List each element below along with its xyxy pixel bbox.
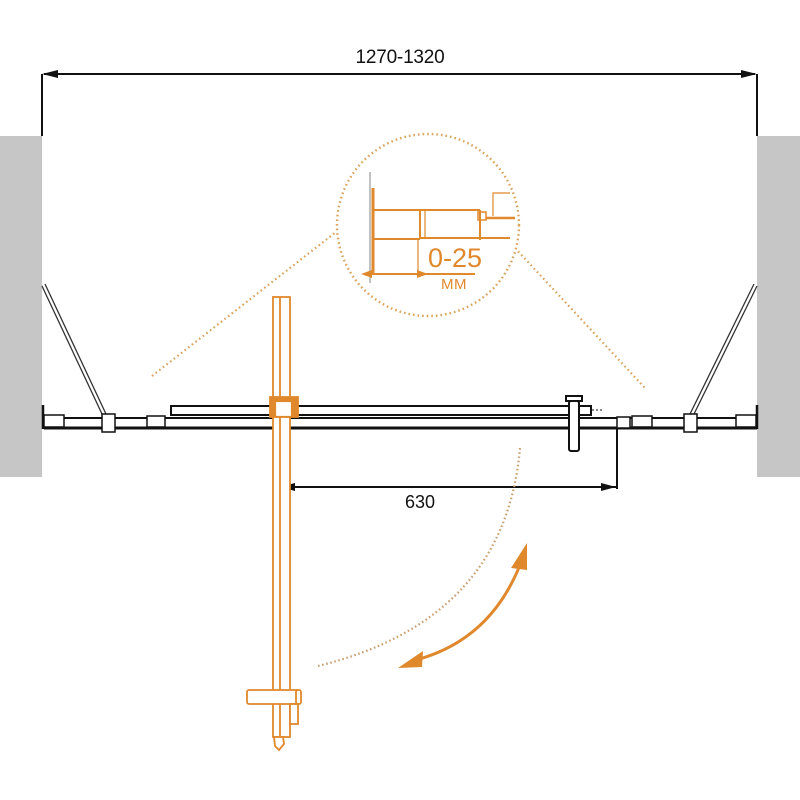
adjustment-range-label: 0-25 xyxy=(428,243,483,273)
callout-leader-lines xyxy=(151,231,646,389)
fixed-glass-panel xyxy=(41,405,759,433)
wall-profile-detail xyxy=(335,132,521,318)
adjustment-unit-label: ММ xyxy=(441,276,467,293)
overall-width-dimension xyxy=(41,70,758,136)
left-wall xyxy=(0,136,42,477)
door-opening-label: 630 xyxy=(404,492,436,512)
door-opening-dimension xyxy=(280,428,618,491)
fixed-panel-handle xyxy=(565,395,604,452)
overall-width-label: 1270-1320 xyxy=(355,47,445,68)
hinged-door-open xyxy=(246,296,302,752)
double-headed-swing-arrow xyxy=(398,543,527,668)
right-wall xyxy=(757,136,800,477)
door-swing-arc xyxy=(317,447,522,668)
diagonal-support-bars xyxy=(41,283,758,415)
